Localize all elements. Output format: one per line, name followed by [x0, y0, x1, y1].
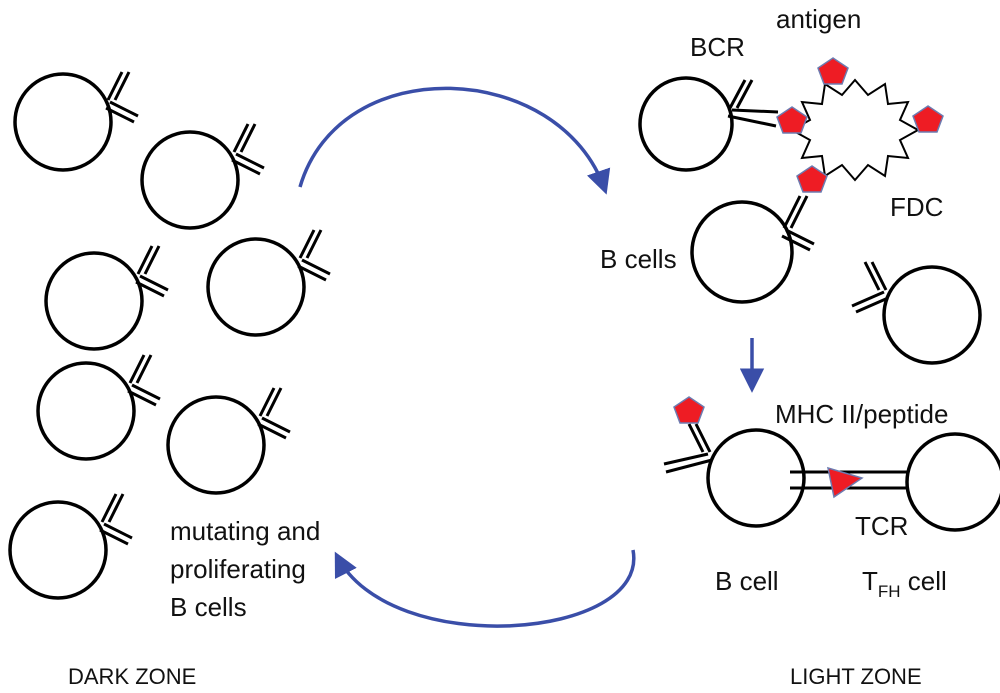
label-mutating-1: mutating and: [170, 516, 320, 546]
fdc-star: [789, 78, 921, 182]
label-mutating-2: proliferating: [170, 554, 306, 584]
label-b-cell: B cell: [715, 566, 779, 596]
light-zone-cell-right: [851, 261, 982, 365]
mhc-tcr-bridge: [790, 466, 908, 499]
label-bcr: BCR: [690, 32, 745, 62]
label-tfh-cell: TFH cell: [862, 566, 947, 601]
label-antigen: antigen: [776, 4, 861, 34]
antigen-icon: [912, 105, 944, 133]
dark-zone-cell-5: [36, 353, 162, 461]
antigen-icon: [817, 57, 849, 85]
tfh-cell: [905, 432, 1000, 532]
dark-zone-cell-2: [140, 122, 266, 230]
label-light-zone: LIGHT ZONE: [790, 664, 922, 689]
label-fdc: FDC: [890, 192, 943, 222]
light-zone-cell-upper: [690, 195, 815, 304]
label-mhc-peptide: MHC II/peptide: [775, 399, 948, 429]
arrow-dark-to-light: [298, 86, 611, 195]
antigen-icon: [673, 396, 705, 424]
antigen-icon: [796, 165, 828, 193]
dark-zone-cell-6: [166, 386, 292, 495]
label-tcr: TCR: [855, 511, 908, 541]
dark-zone-cell-3: [44, 244, 170, 351]
antigen-icon: [776, 106, 808, 134]
dark-zone-cell-1: [13, 70, 140, 172]
b-cell-interacting: [663, 423, 806, 528]
label-dark-zone: DARK ZONE: [68, 664, 196, 689]
label-b-cells: B cells: [600, 244, 677, 274]
label-mutating-3: B cells: [170, 592, 247, 622]
dark-zone-cell-7: [8, 492, 134, 600]
arrow-light-to-dark: [334, 549, 636, 628]
dark-zone-cell-4: [206, 228, 332, 337]
light-zone-cell-bcr: [638, 76, 779, 172]
